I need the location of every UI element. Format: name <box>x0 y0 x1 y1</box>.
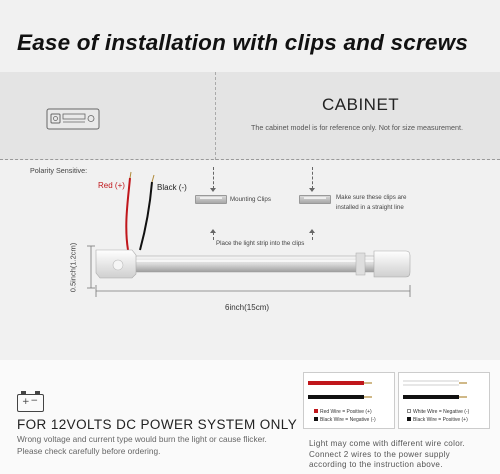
straight-line-note-1: Make sure these clips are <box>336 194 407 201</box>
arrow-down-icon <box>309 188 315 192</box>
cabinet-model-icon <box>46 108 100 130</box>
power-warning-line-2: Please check carefully before ordering. <box>17 445 161 456</box>
black-wire-label: Black (-) <box>157 183 187 192</box>
wire-note-line-1: Light may come with different wire color… <box>309 439 466 448</box>
legend-white-line: White Wire = Negative (-) <box>407 409 469 415</box>
battery-icon: + − <box>17 391 44 412</box>
header: Ease of installation with clips and scre… <box>0 0 500 72</box>
wire-note-line-3: according to the instruction above. <box>309 460 443 469</box>
length-dimension <box>95 285 411 297</box>
length-label: 6inch(15cm) <box>225 303 270 312</box>
arrow-up-icon <box>210 229 216 233</box>
wire-legend-white-black: White Wire = Negative (-) Black Wire = P… <box>398 372 490 429</box>
screw-icon <box>312 167 313 189</box>
power-warning-line-1: Wrong voltage and current type would bur… <box>17 434 267 444</box>
led-light-strip-icon <box>95 249 411 279</box>
height-label: 0.5inch(1.2cm) <box>68 242 78 293</box>
wire-legend-red-black: Red Wire = Positive (+) Black Wire = Neg… <box>303 372 395 429</box>
wire-note-line-2: Connect 2 wires to the power supply <box>309 449 450 459</box>
legend-black-positive-line: Black Wire = Positive (+) <box>407 417 468 423</box>
page-title: Ease of installation with clips and scre… <box>17 30 469 55</box>
polarity-label: Polarity Sensitive: <box>30 166 88 175</box>
mounting-clip-icon <box>299 195 331 204</box>
wire-color-note: Light may come with different wire color… <box>309 439 465 471</box>
power-wires <box>125 171 155 251</box>
arrow-down-icon <box>210 188 216 192</box>
guide-line <box>213 232 214 240</box>
place-strip-label: Place the light strip into the clips <box>216 240 305 247</box>
mounting-clip-icon <box>195 195 227 204</box>
cabinet-title: CABINET <box>322 95 400 114</box>
power-system-title: FOR 12VOLTS DC POWER SYSTEM ONLY <box>17 417 298 432</box>
guide-line <box>312 232 313 240</box>
cabinet-divider <box>215 72 216 160</box>
red-black-wires-icon <box>308 381 372 399</box>
mounting-clips-label: Mounting Clips <box>230 196 271 203</box>
cabinet-edge-line <box>0 159 500 160</box>
cabinet-note: The cabinet model is for reference only.… <box>251 123 463 132</box>
power-warning: Wrong voltage and current type would bur… <box>17 434 267 457</box>
straight-line-note-2: installed in a straight line <box>336 204 404 211</box>
white-black-wires-icon <box>403 380 467 399</box>
legend-red-line: Red Wire = Positive (+) <box>314 409 372 415</box>
screw-icon <box>213 167 214 189</box>
red-wire-label: Red (+) <box>98 181 125 190</box>
legend-black-line: Black Wire = Negative (-) <box>314 417 376 423</box>
arrow-up-icon <box>309 229 315 233</box>
height-dimension <box>87 245 95 289</box>
